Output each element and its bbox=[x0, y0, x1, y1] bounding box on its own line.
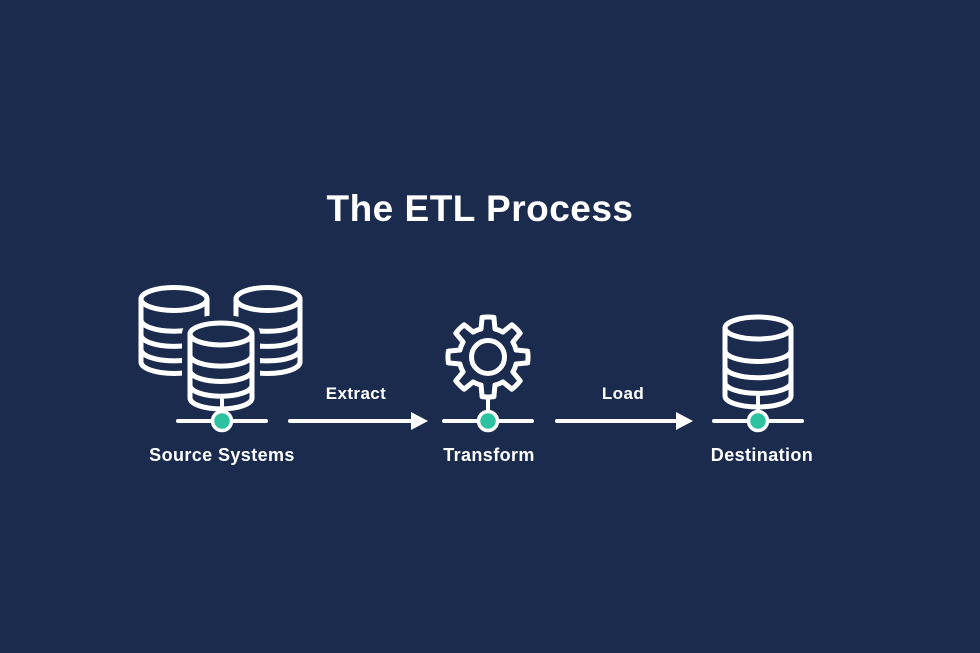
load-arrow bbox=[555, 412, 693, 430]
stage-label-destination: Destination bbox=[710, 445, 814, 465]
stage-label-source-systems: Source Systems bbox=[149, 445, 295, 465]
gear-icon bbox=[442, 314, 534, 433]
load-arrow-label: Load bbox=[601, 384, 645, 403]
stage-label-transform: Transform bbox=[443, 445, 535, 465]
extract-arrow bbox=[288, 412, 428, 430]
extract-arrow-label: Extract bbox=[325, 384, 387, 403]
database-icon bbox=[712, 314, 804, 433]
diagram-title: The ETL Process bbox=[326, 188, 634, 229]
database-cluster-icon bbox=[138, 285, 303, 433]
